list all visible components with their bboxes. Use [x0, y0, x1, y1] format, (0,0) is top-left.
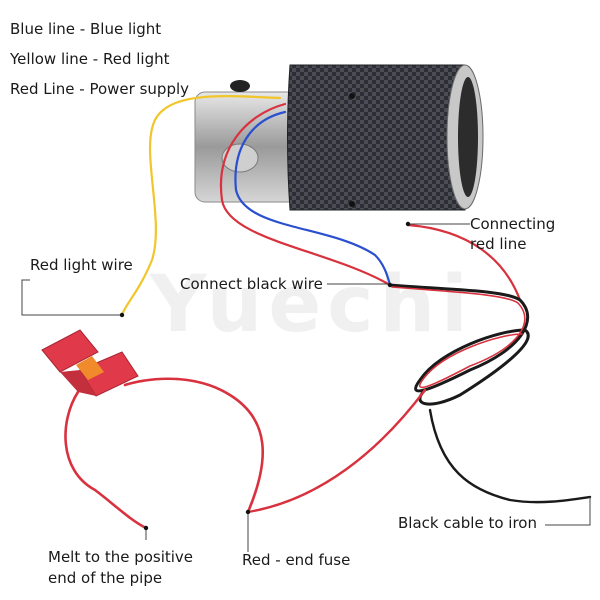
- legend-yellow: Yellow line - Red light: [10, 50, 170, 68]
- label-melt-2: end of the pipe: [48, 569, 163, 587]
- coiled-black-cable: [388, 283, 530, 406]
- callout-lines: [21, 223, 591, 552]
- mount-bolt: [230, 80, 250, 92]
- legend-blue: Blue line - Blue light: [10, 20, 162, 38]
- label-red-light-wire: Red light wire: [30, 256, 133, 274]
- label-melt-1: Melt to the positive: [48, 548, 194, 566]
- connecting-red-wire: [406, 223, 522, 302]
- carbon-exhaust-tip: [287, 64, 484, 211]
- red-lead-wire: [246, 388, 427, 514]
- positive-wire: [64, 390, 148, 530]
- label-connect-black-wire: Connect black wire: [180, 275, 323, 293]
- red-pipe-wire: [219, 102, 392, 287]
- watermark-text: Yuechi: [150, 260, 474, 350]
- label-connecting-2: red line: [470, 235, 527, 253]
- yellow-wire: [120, 95, 282, 317]
- blue-wire: [234, 110, 392, 287]
- black-lead-wire: [428, 408, 592, 504]
- coiled-red-cable: [391, 286, 526, 389]
- fuse-holder: [41, 329, 139, 397]
- fuse-loop-wire: [123, 377, 265, 514]
- legend-red: Red Line - Power supply: [10, 80, 190, 98]
- label-red-end-fuse: Red - end fuse: [242, 551, 351, 569]
- label-black-cable: Black cable to iron: [398, 514, 537, 532]
- label-connecting-1: Connecting: [470, 215, 556, 233]
- wires: [64, 95, 592, 530]
- callout-dots: [119, 221, 411, 531]
